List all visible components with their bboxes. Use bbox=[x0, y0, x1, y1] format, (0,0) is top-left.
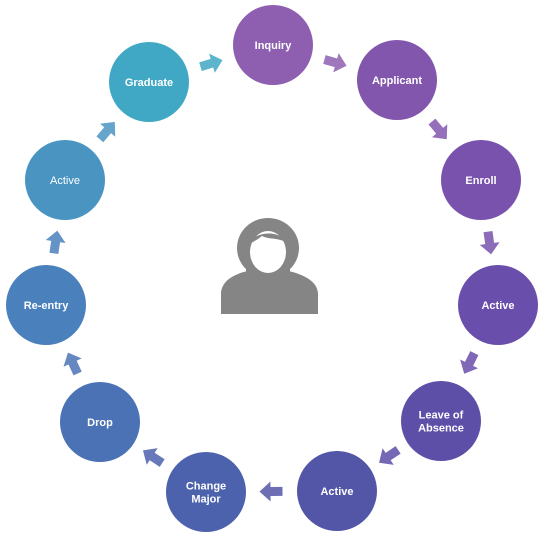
node-inquiry: Inquiry bbox=[233, 5, 313, 85]
node-label: Enroll bbox=[465, 175, 496, 187]
node-label-line: Leave of bbox=[419, 410, 464, 422]
node-circle bbox=[297, 451, 377, 531]
node-applicant: Applicant bbox=[357, 40, 437, 120]
node-circle bbox=[441, 140, 521, 220]
flow-arrow-icon bbox=[142, 448, 165, 467]
node-circle bbox=[401, 381, 481, 461]
flow-arrow-icon bbox=[199, 53, 223, 73]
node-label: Applicant bbox=[372, 75, 422, 87]
node-label-line: Graduate bbox=[125, 77, 173, 89]
node-graduate: Graduate bbox=[109, 42, 189, 122]
node-label: Inquiry bbox=[255, 40, 293, 52]
node-label: Graduate bbox=[125, 77, 173, 89]
flow-arrow-icon bbox=[323, 53, 347, 73]
node-circle bbox=[458, 265, 538, 345]
node-label: Re-entry bbox=[24, 300, 70, 312]
node-circle bbox=[109, 42, 189, 122]
node-label-line: Enroll bbox=[465, 175, 496, 187]
node-label-line: Active bbox=[481, 300, 514, 312]
flow-arrow-icon bbox=[428, 118, 448, 140]
node-active-3: Active bbox=[25, 140, 105, 220]
node-circle bbox=[6, 265, 86, 345]
node-label-line: Re-entry bbox=[24, 300, 70, 312]
flow-arrow-icon bbox=[63, 352, 82, 376]
node-circle bbox=[166, 452, 246, 532]
node-re-entry: Re-entry bbox=[6, 265, 86, 345]
node-label-line: Major bbox=[191, 494, 221, 506]
node-label: Active bbox=[320, 486, 353, 498]
flow-arrow-icon bbox=[379, 446, 401, 465]
node-label-line: Active bbox=[50, 175, 80, 187]
node-label: Active bbox=[481, 300, 514, 312]
node-label-line: Absence bbox=[418, 423, 464, 435]
node-label-line: Drop bbox=[87, 417, 113, 429]
node-active-2: Active bbox=[297, 451, 377, 531]
node-circle bbox=[233, 5, 313, 85]
node-active-1: Active bbox=[458, 265, 538, 345]
flow-arrow-icon bbox=[45, 230, 66, 255]
flow-arrow-icon bbox=[96, 121, 116, 143]
user-avatar-icon bbox=[221, 218, 318, 314]
flow-arrow-icon bbox=[479, 230, 500, 255]
node-label-line: Change bbox=[186, 481, 226, 493]
node-circle bbox=[60, 382, 140, 462]
flow-arrow-icon bbox=[460, 351, 479, 374]
node-label-line: Active bbox=[320, 486, 353, 498]
node-label-line: Inquiry bbox=[255, 40, 293, 52]
node-enroll: Enroll bbox=[441, 140, 521, 220]
node-circle bbox=[25, 140, 105, 220]
flow-arrow-icon bbox=[259, 481, 283, 502]
node-drop: Drop bbox=[60, 382, 140, 462]
node-label: Drop bbox=[87, 417, 113, 429]
node-label-line: Applicant bbox=[372, 75, 422, 87]
node-label: Active bbox=[50, 175, 80, 187]
node-circle bbox=[357, 40, 437, 120]
